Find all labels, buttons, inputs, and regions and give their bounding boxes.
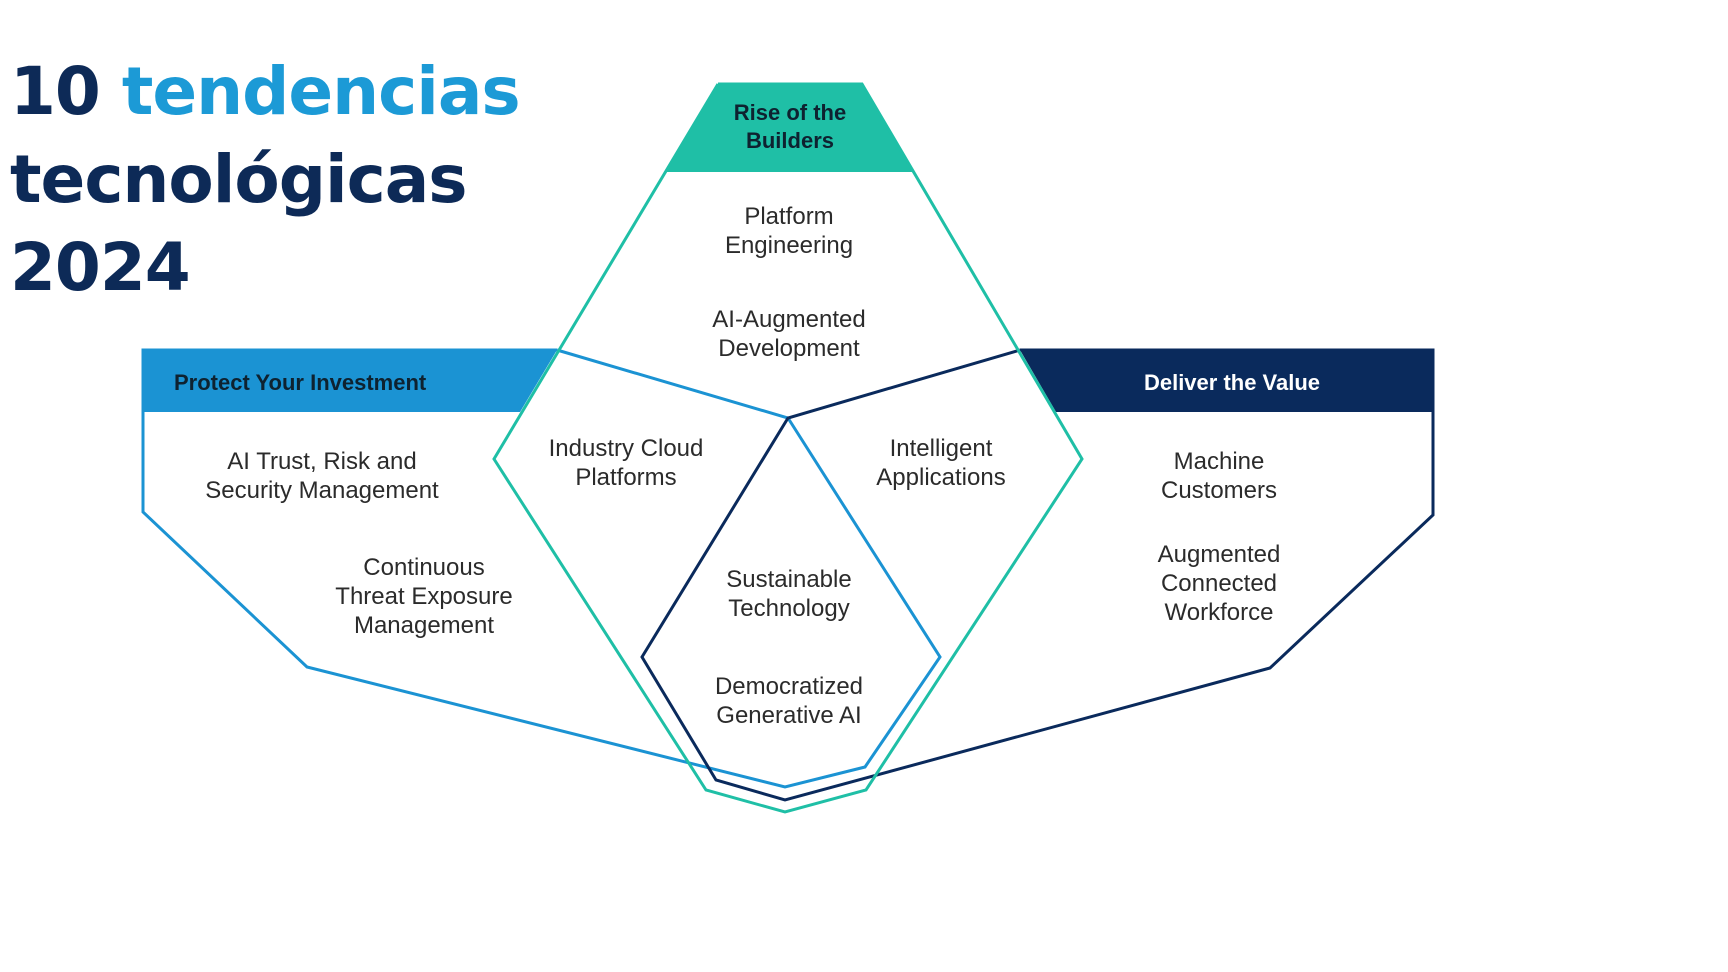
label-line: Augmented xyxy=(1157,541,1281,568)
protect-header-fill xyxy=(143,350,557,412)
deliver-header-fill xyxy=(1020,350,1433,412)
trend-ctem: Continuous Threat Exposure Management xyxy=(335,553,512,640)
label-line: Engineering xyxy=(724,232,854,259)
builders-header-line-1: Rise of the xyxy=(733,100,847,125)
deliver-outline xyxy=(640,348,1435,802)
label-line: Technology xyxy=(728,595,850,622)
trend-sustainable-technology: Sustainable Technology xyxy=(726,565,851,623)
label-line: Applications xyxy=(876,464,1006,491)
label-line: Intelligent xyxy=(889,435,993,462)
trend-ai-augmented-development: AI-Augmented Development xyxy=(712,305,865,363)
builders-header-fill xyxy=(665,84,915,172)
trend-industry-cloud-platforms: Industry Cloud Platforms xyxy=(549,434,704,492)
trend-machine-customers: Machine Customers xyxy=(1161,447,1277,505)
label-line: Industry Cloud xyxy=(548,435,704,462)
label-line: Management xyxy=(353,612,495,639)
label-line: Threat Exposure xyxy=(335,583,513,610)
label-line: Platforms xyxy=(575,464,677,491)
label-line: AI-Augmented xyxy=(712,306,866,333)
label-line: Generative AI xyxy=(716,702,862,729)
label-line: Continuous xyxy=(363,554,485,581)
title-accent-word: tendencias xyxy=(121,53,521,130)
page-title: 10 tendencias tecnológicas 2024 xyxy=(10,48,521,312)
label-line: Democratized xyxy=(714,673,864,700)
trend-platform-engineering: Platform Engineering xyxy=(725,202,853,260)
title-number: 10 xyxy=(10,53,101,130)
label-line: Development xyxy=(718,335,860,362)
label-line: Connected xyxy=(1160,570,1278,597)
label-line: AI Trust, Risk and xyxy=(227,448,417,475)
title-line-2: tecnológicas xyxy=(10,141,468,218)
trend-intelligent-applications: Intelligent Applications xyxy=(876,434,1005,492)
builders-header: Rise of the Builders xyxy=(734,99,846,155)
trend-augmented-connected-workforce: Augmented Connected Workforce xyxy=(1158,540,1281,627)
trend-democratized-generative-ai: Democratized Generative AI xyxy=(715,672,863,730)
builders-header-line-2: Builders xyxy=(745,128,835,153)
title-line-1: 10 tendencias xyxy=(10,48,521,136)
protect-header: Protect Your Investment xyxy=(174,370,427,395)
deliver-header: Deliver the Value xyxy=(1143,370,1321,395)
builders-outline xyxy=(492,82,1084,814)
label-line: Machine xyxy=(1173,448,1265,475)
label-line: Platform xyxy=(744,203,834,230)
title-line-3: 2024 xyxy=(10,229,191,306)
label-line: Security Management xyxy=(205,477,439,504)
trend-ai-trism: AI Trust, Risk and Security Management xyxy=(205,447,438,505)
label-line: Workforce xyxy=(1164,599,1274,626)
label-line: Sustainable xyxy=(726,566,852,593)
label-line: Customers xyxy=(1160,477,1278,504)
protect-outline xyxy=(141,348,942,789)
